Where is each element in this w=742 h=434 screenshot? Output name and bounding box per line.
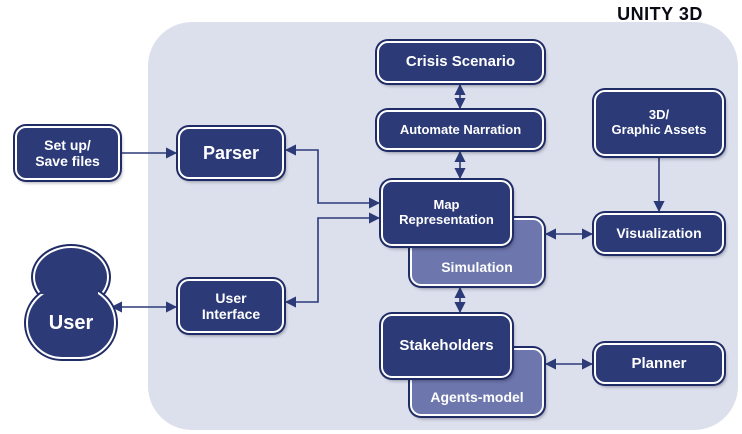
node-planner-label: Planner [631, 354, 687, 372]
user-neck-shape [40, 284, 98, 294]
node-agents-model-label: Agents-model [430, 388, 524, 405]
node-graphic-assets: 3D/ Graphic Assets [594, 90, 724, 156]
node-setup-save-files-label: Set up/ Save files [35, 136, 100, 169]
diagram-title: UNITY 3D [617, 4, 703, 24]
node-simulation-label: Simulation [441, 258, 513, 275]
node-crisis-scenario: Crisis Scenario [377, 41, 544, 83]
node-map-representation-label: Map Representation [399, 197, 494, 227]
node-crisis-scenario-label: Crisis Scenario [405, 53, 516, 71]
node-automate-narration-label: Automate Narration [399, 121, 522, 137]
edge-map-representation-to-user-interface [284, 212, 381, 308]
node-user-label: User [48, 311, 94, 334]
node-planner: Planner [594, 343, 724, 384]
node-user-interface-label: User Interface [201, 289, 261, 322]
node-user: User [26, 287, 116, 359]
node-parser-label: Parser [202, 142, 260, 163]
node-visualization: Visualization [594, 213, 724, 254]
node-user-interface: User Interface [178, 279, 284, 333]
node-map-representation: Map Representation [381, 180, 512, 246]
node-visualization-label: Visualization [616, 225, 702, 242]
node-parser: Parser [178, 127, 284, 179]
node-setup-save-files: Set up/ Save files [15, 126, 120, 180]
node-stakeholders: Stakeholders [381, 314, 512, 378]
node-stakeholders-label: Stakeholders [399, 337, 494, 355]
node-automate-narration: Automate Narration [377, 110, 544, 150]
node-graphic-assets-label: 3D/ Graphic Assets [611, 107, 707, 137]
edge-map-representation-to-parser [284, 144, 381, 209]
